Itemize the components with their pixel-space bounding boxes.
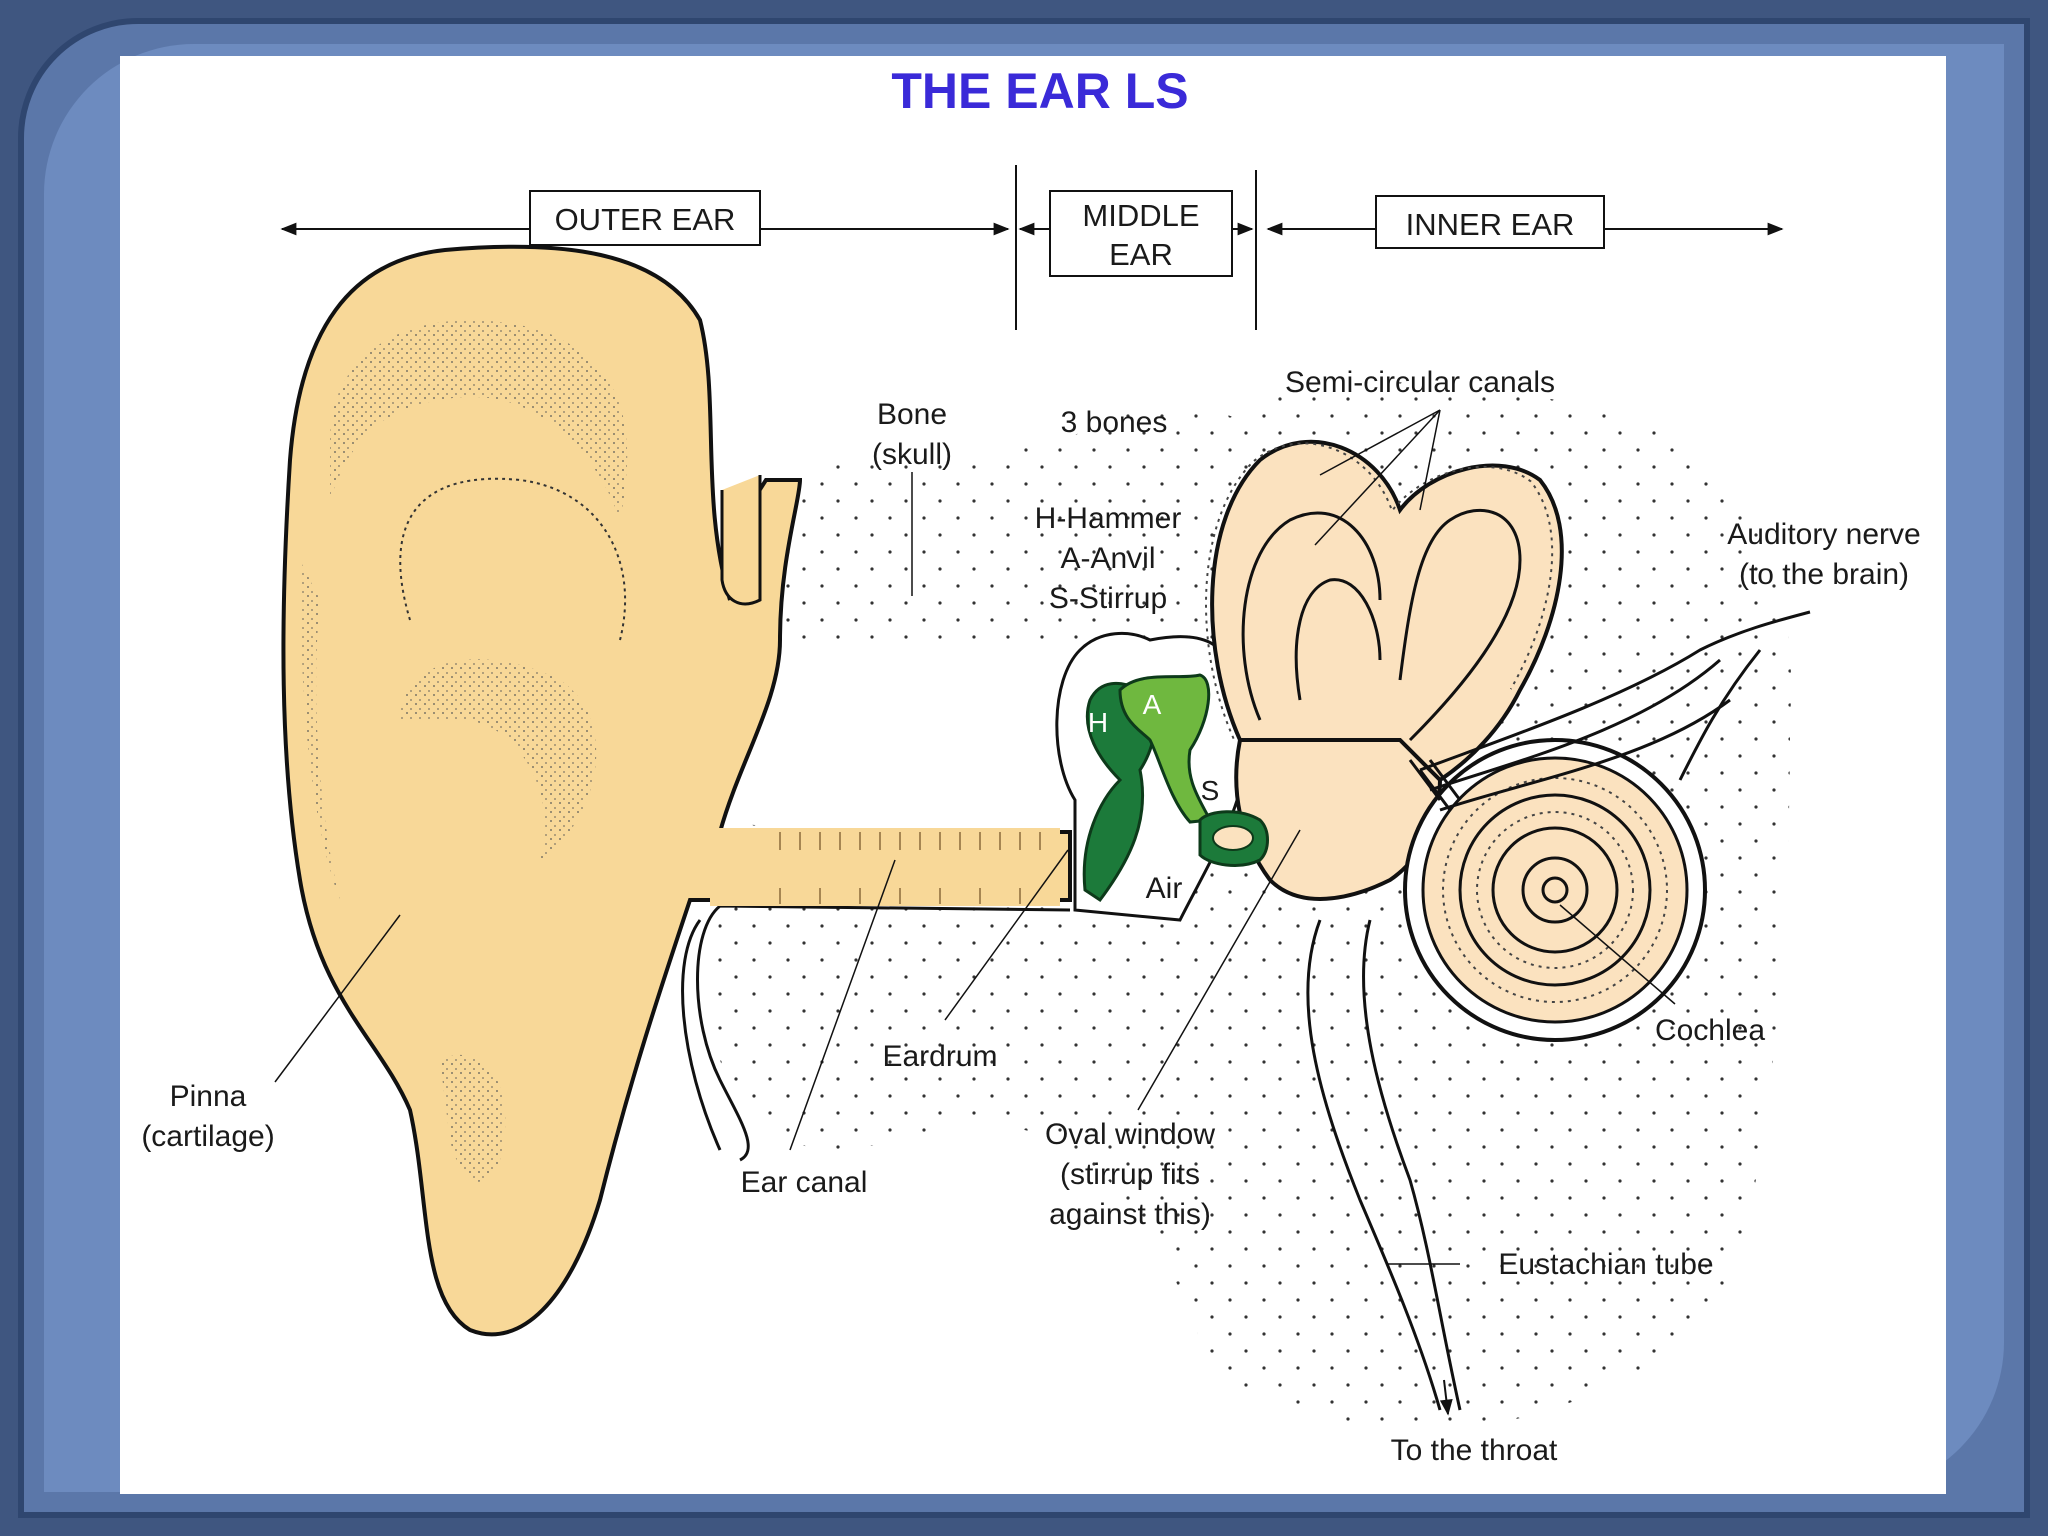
canal-cartilage — [720, 475, 762, 606]
auditory-nerve — [1408, 610, 1811, 812]
ear-canal-tube — [710, 828, 1060, 906]
oval-window-label-line3: against this) — [1049, 1198, 1211, 1231]
stirrup-bone — [1198, 810, 1269, 867]
pinna-label-line2: (cartilage) — [141, 1120, 274, 1153]
oval-window-label-line2: (stirrup fits — [1060, 1158, 1200, 1191]
pinna-folds — [300, 320, 628, 1182]
pinna-inner-ridge — [399, 477, 627, 641]
label-pointers — [274, 409, 1676, 1265]
hammer-bone — [1082, 681, 1157, 903]
anvil-label: A-Anvil — [1060, 542, 1155, 575]
bone-label-line1: Bone — [877, 398, 947, 431]
hammer-letter: H — [1088, 707, 1108, 738]
three-bones-label: 3 bones — [1061, 406, 1168, 439]
hammer-label: H-Hammer — [1035, 502, 1182, 535]
outer-ear-label: OUTER EAR — [555, 202, 736, 237]
outer-ear-box: OUTER EAR — [529, 190, 761, 246]
throat-arrow — [1439, 1379, 1453, 1416]
diagram-title: THE EAR LS — [891, 63, 1188, 119]
pinna-label-line1: Pinna — [170, 1080, 247, 1113]
throat-label: To the throat — [1391, 1434, 1558, 1467]
auditory-nerve-label-line2: (to the brain) — [1739, 558, 1909, 591]
inner-ear-label: INNER EAR — [1406, 207, 1575, 242]
canal-hairs — [779, 832, 1041, 904]
eustachian-tube-label: Eustachian tube — [1498, 1248, 1713, 1281]
anvil-letter: A — [1143, 689, 1162, 720]
stirrup-label: S-Stirrup — [1049, 582, 1167, 615]
anvil-bone — [1118, 673, 1213, 824]
middle-ear-label-line1: MIDDLE — [1082, 198, 1199, 233]
air-label: Air — [1146, 872, 1183, 905]
ear-canal-label: Ear canal — [741, 1166, 868, 1199]
canal-wall-lower — [696, 904, 1071, 1162]
auditory-nerve-label-line1: Auditory nerve — [1727, 518, 1920, 551]
stirrup-letter: S — [1201, 775, 1220, 806]
semicircular-canals — [1205, 439, 1564, 783]
oval-window-label-line1: Oval window — [1045, 1118, 1215, 1151]
cochlea-label: Cochlea — [1655, 1014, 1765, 1047]
middle-ear-box: MIDDLE EAR — [1049, 190, 1233, 277]
inner-ear-box: INNER EAR — [1375, 195, 1605, 249]
semicircular-label: Semi-circular canals — [1285, 366, 1555, 399]
eardrum-label: Eardrum — [882, 1040, 997, 1073]
region-dividers — [280, 165, 1784, 330]
middle-ear-label-line2: EAR — [1109, 237, 1173, 272]
eustachian-tube — [1306, 919, 1462, 1411]
bone-label-line2: (skull) — [872, 438, 952, 471]
canal-wall-lower-inner — [681, 919, 722, 1151]
